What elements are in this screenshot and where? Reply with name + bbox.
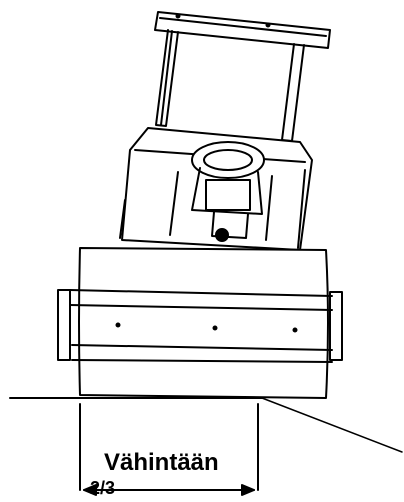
dimension-label-fraction: 2/3 <box>90 478 116 498</box>
steering-seat <box>169 141 273 242</box>
slope-line <box>261 397 403 453</box>
dimension-extension-lines <box>79 403 259 491</box>
drum-frame <box>57 289 343 361</box>
roller-drum <box>69 247 333 399</box>
dimension-label-main: Vähintään <box>104 449 219 476</box>
dimension-arrow <box>83 484 255 496</box>
rops-canopy <box>154 11 331 49</box>
rops-posts <box>155 29 305 142</box>
